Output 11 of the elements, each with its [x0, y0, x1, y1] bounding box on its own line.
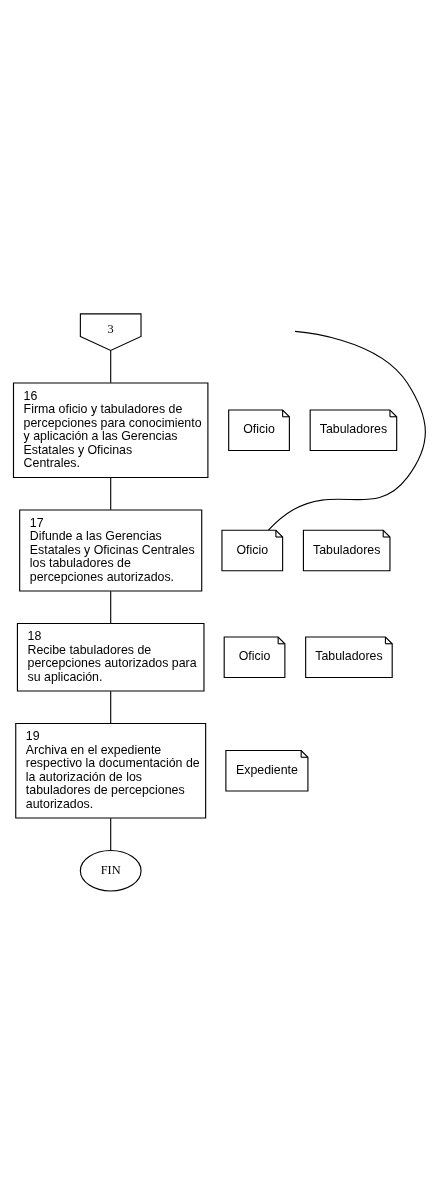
connector: [109, 690, 111, 724]
node-box: 16 Firma oficio y tabuladores de percepciones para conocimiento y aplicación a las Gerencias Estatales y Oficinas Centrales.: [12, 382, 208, 478]
node-box: 18 Recibe tabuladores de percepciones autorizados para su aplicación.: [16, 622, 205, 691]
node-ellipse: FIN: [79, 849, 142, 892]
node-box: 19 Archiva en el expediente respectivo la documentación de la autorización de los tabuladores de percepciones autorizados.: [14, 722, 206, 818]
connector: [109, 817, 111, 851]
connector: [109, 349, 111, 383]
connector: [267, 330, 426, 531]
connector: [109, 476, 111, 510]
connector: [109, 590, 111, 624]
node-box: 17 Difunde a las Gerencias Estatales y Oficinas Centrales los tabuladores de percepciones autorizados.: [18, 509, 202, 591]
